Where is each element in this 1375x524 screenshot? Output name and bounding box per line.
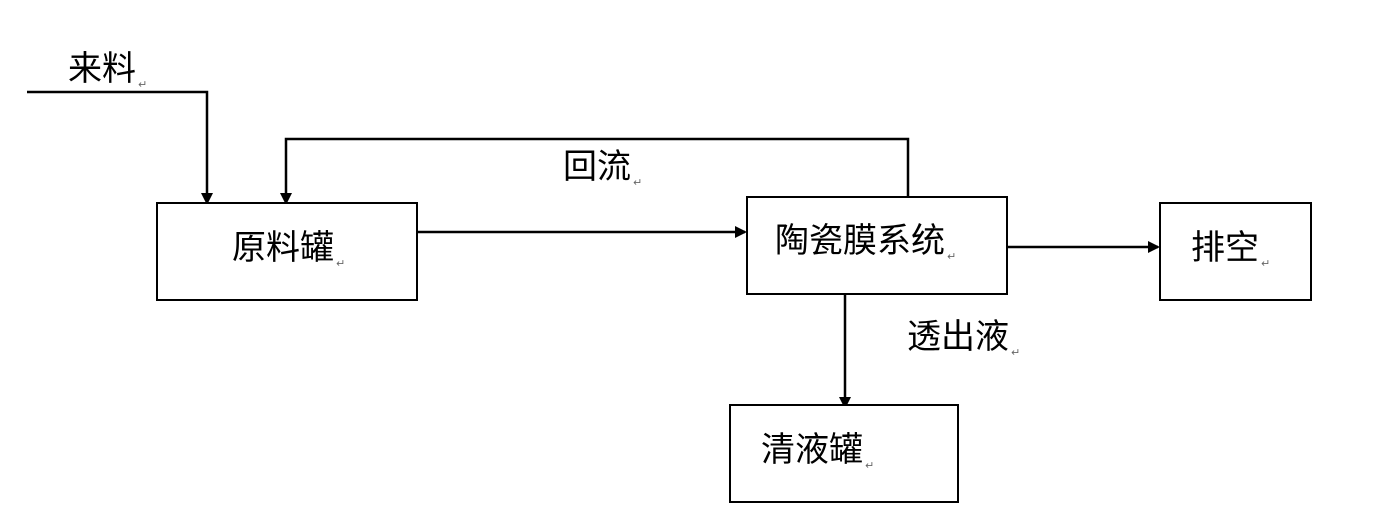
permeate-label: 透出液↵: [907, 317, 1021, 359]
membrane-system-label: 陶瓷膜系统↵: [775, 221, 957, 263]
vent-label: 排空↵: [1191, 228, 1271, 270]
vent-box: 排空↵: [1159, 202, 1312, 301]
clear-tank-label: 清液罐↵: [761, 430, 875, 472]
recycle-label: 回流↵: [563, 147, 643, 189]
clear-tank-box: 清液罐↵: [729, 404, 959, 503]
recycle-arrow: [280, 137, 910, 205]
feed-in-label: 来料↵: [68, 49, 148, 91]
membrane-system-box: 陶瓷膜系统↵: [746, 196, 1008, 295]
feed-arrow: [27, 90, 213, 205]
feed-tank-label: 原料罐↵: [232, 228, 346, 270]
feed-tank-box: 原料罐↵: [156, 202, 418, 301]
